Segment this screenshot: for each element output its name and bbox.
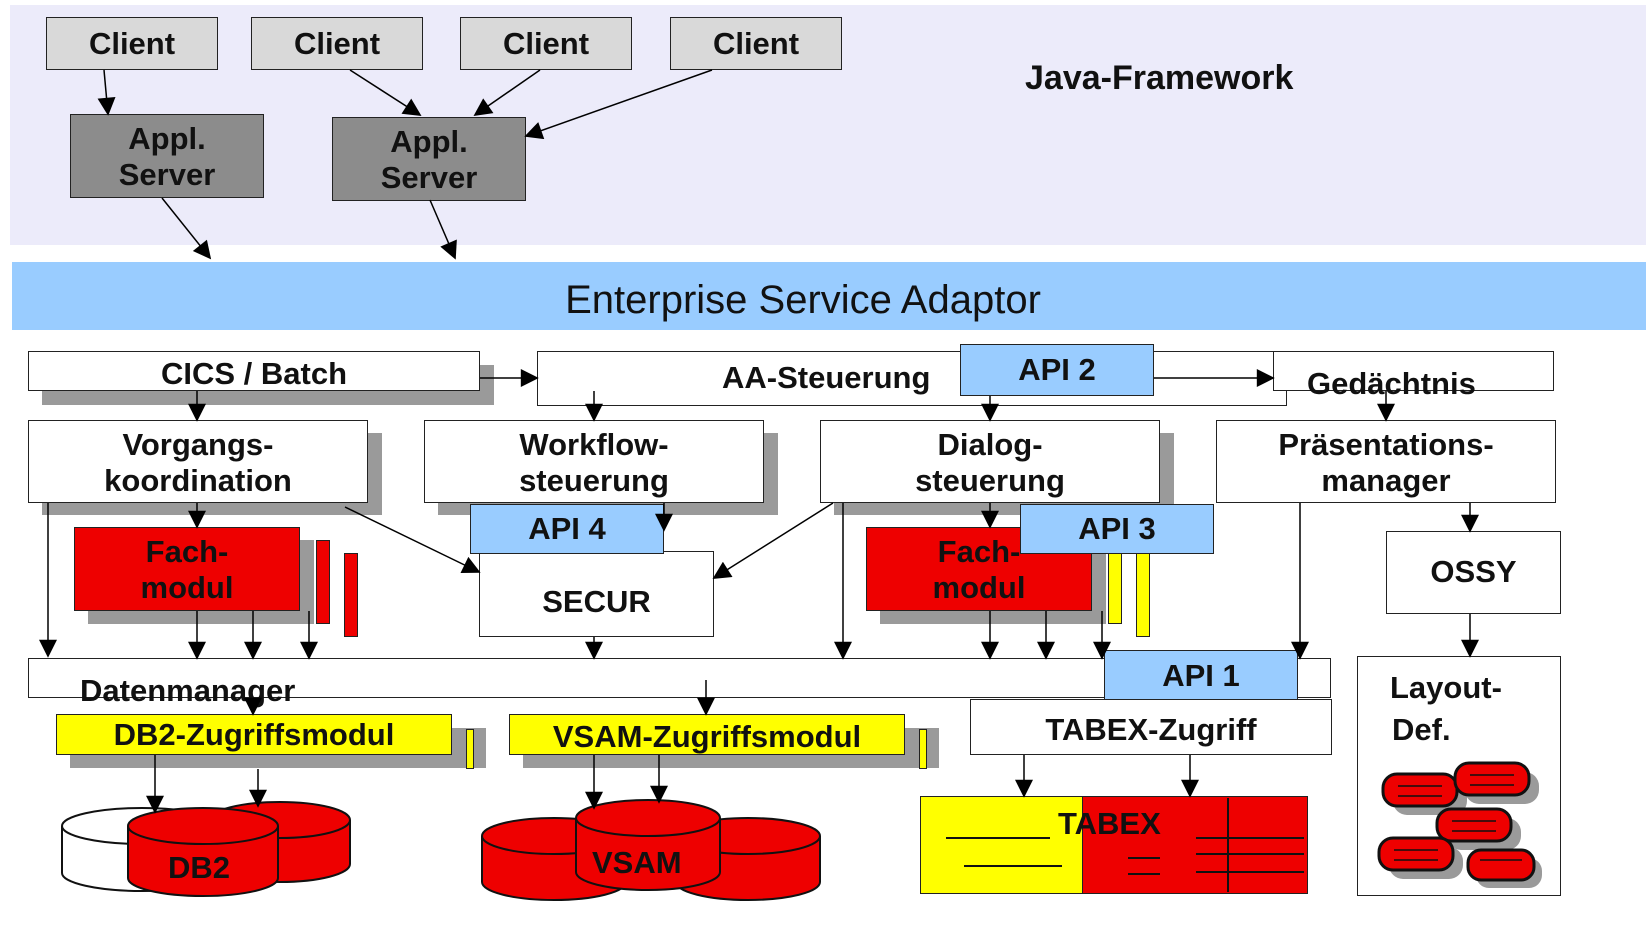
aa-steuerung-label: AA-Steuerung — [722, 360, 931, 395]
api-1-box: API 1 — [1104, 650, 1298, 702]
fach-right-line1: Fach- — [937, 534, 1021, 569]
cics-batch-label: CICS / Batch — [160, 356, 348, 391]
dialogsteuerung-box: Dialog- steuerung — [820, 420, 1160, 503]
tabex-yellow-part — [920, 796, 1084, 894]
vsam-zugriff-label: VSAM-Zugriffsmodul — [552, 719, 862, 754]
vorgangskoordination-box: Vorgangs- koordination — [28, 420, 368, 503]
client-3: Client — [460, 17, 632, 70]
tabex-red-part — [1082, 796, 1308, 894]
layout-def-records — [1377, 761, 1542, 888]
db2-zugriff-label: DB2-Zugriffsmodul — [113, 717, 395, 752]
api-1-label: API 1 — [1162, 658, 1240, 693]
appl-server-1: Appl. Server — [70, 114, 264, 198]
fach-right-line2: modul — [932, 570, 1026, 605]
java-framework-title: Java-Framework — [1025, 59, 1294, 97]
api-4-box: API 4 — [470, 504, 664, 554]
layout-def-line2: Def. — [1392, 712, 1451, 747]
gedaechtnis-box — [1273, 351, 1554, 391]
appl-server-line2: Server — [380, 160, 478, 195]
api-3-label: API 3 — [1078, 511, 1156, 546]
praesentationsmanager-box: Präsentations- manager — [1216, 420, 1556, 503]
vsam-label: VSAM — [592, 845, 682, 880]
vorgang-line2: koordination — [104, 463, 292, 498]
api-2-label: API 2 — [1018, 352, 1096, 387]
fach-left-line2: modul — [140, 570, 234, 605]
workflow-line2: steuerung — [519, 463, 669, 498]
db2-zugriffsmodul-box: DB2-Zugriffsmodul — [56, 714, 452, 755]
db2-drum-front — [127, 807, 279, 897]
api-4-label: API 4 — [528, 511, 606, 546]
client-label: Client — [712, 26, 800, 61]
tabex-table-lines — [946, 798, 1304, 892]
secur-label: SECUR — [542, 584, 651, 619]
appl-server-line1: Appl. — [128, 121, 206, 156]
praes-line1: Präsentations- — [1278, 427, 1494, 462]
client-2: Client — [251, 17, 423, 70]
db2-zugriff-stack — [466, 729, 474, 769]
appl-server-2: Appl. Server — [332, 117, 526, 201]
gedaechtnis-label: Gedächtnis — [1307, 366, 1476, 401]
workflow-line1: Workflow- — [519, 427, 669, 462]
dialog-line2: steuerung — [915, 463, 1065, 498]
client-1: Client — [46, 17, 218, 70]
client-4: Client — [670, 17, 842, 70]
tabex-label: TABEX — [1058, 806, 1161, 841]
esa-label: Enterprise Service Adaptor — [565, 278, 1041, 322]
client-label: Client — [502, 26, 590, 61]
vsam-zugriffsmodul-box: VSAM-Zugriffsmodul — [509, 714, 905, 755]
api-2-box: API 2 — [960, 344, 1154, 396]
fachmodul-left-stack-2 — [316, 540, 330, 624]
db2-label: DB2 — [168, 850, 231, 885]
workflowsteuerung-box: Workflow- steuerung — [424, 420, 764, 503]
esa-band — [12, 262, 1646, 330]
fachmodul-left-box: Fach- modul — [74, 527, 300, 611]
praes-line2: manager — [1321, 463, 1451, 498]
tabex-zugriff-box: TABEX-Zugriff — [970, 699, 1332, 755]
ossy-label: OSSY — [1430, 554, 1517, 589]
client-label: Client — [293, 26, 381, 61]
fachmodul-left-stack-3 — [344, 553, 358, 637]
ossy-box: OSSY — [1386, 531, 1561, 614]
fachmodul-right-box: Fach- modul — [866, 527, 1092, 611]
layout-def-line1: Layout- — [1390, 670, 1502, 705]
secur-box: SECUR — [479, 551, 714, 637]
dialog-line1: Dialog- — [937, 427, 1043, 462]
vsam-drum-center — [575, 799, 721, 891]
appl-server-line1: Appl. — [390, 124, 468, 159]
client-label: Client — [88, 26, 176, 61]
fach-left-line1: Fach- — [145, 534, 229, 569]
vsam-zugriff-stack — [919, 729, 927, 769]
tabex-zugriff-label: TABEX-Zugriff — [1045, 712, 1257, 747]
appl-server-line2: Server — [118, 157, 216, 192]
cics-batch-box: CICS / Batch — [28, 351, 480, 391]
vorgang-line1: Vorgangs- — [122, 427, 274, 462]
api-3-box: API 3 — [1020, 504, 1214, 554]
